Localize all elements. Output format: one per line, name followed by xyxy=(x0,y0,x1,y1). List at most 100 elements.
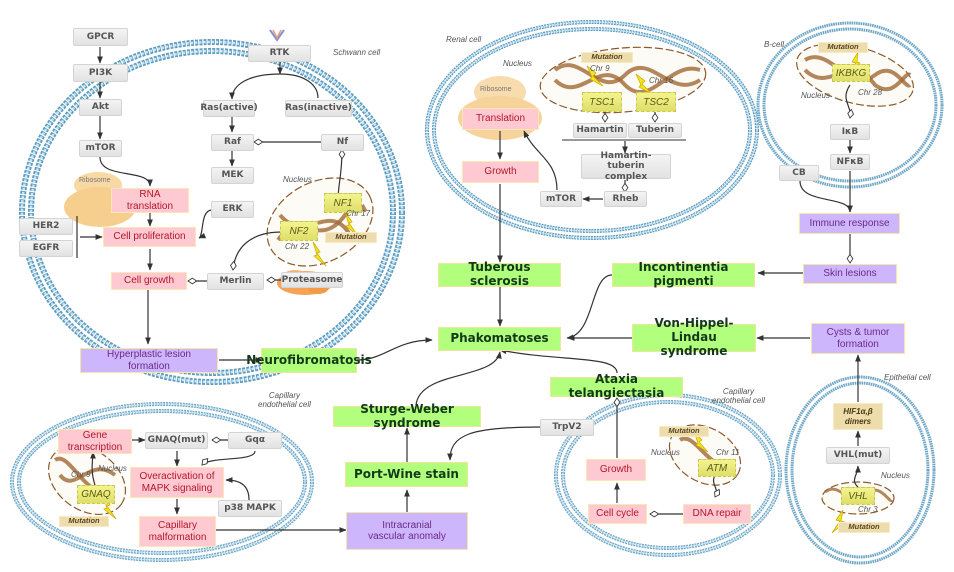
node-phakomatoses[interactable]: Phakomatoses xyxy=(438,327,561,351)
node-her2[interactable]: HER2 xyxy=(19,218,73,235)
node-hif-dimers[interactable]: HIF1α,β dimers xyxy=(833,403,883,430)
mutation-badge-ataxia: Mutation xyxy=(659,426,709,437)
node-ikb[interactable]: IκB xyxy=(830,124,870,140)
node-mtor-renal[interactable]: mTOR xyxy=(540,191,582,207)
edges-capillary-left xyxy=(90,351,541,533)
node-skin-lesions[interactable]: Skin lesions xyxy=(803,264,897,284)
node-cell-proliferation[interactable]: Cell proliferation xyxy=(103,227,196,247)
node-intracranial-vascular-anomaly[interactable]: Intracranial vascular anomaly xyxy=(346,512,468,550)
chr28-label: Chr 28 xyxy=(858,88,883,97)
gene-ikbkg[interactable]: IKBKG xyxy=(832,64,870,82)
nucleus-label-schwann: Nucleus xyxy=(283,175,312,184)
node-ataxia-telangiectasia[interactable]: Ataxia telangiectasia xyxy=(550,372,683,400)
edges-epithelial xyxy=(567,335,861,488)
node-egfr[interactable]: EGFR xyxy=(19,240,73,257)
node-incontinentia-pigmenti[interactable]: Incontinentia pigmenti xyxy=(612,260,755,288)
schwann-cell-label: Schwann cell xyxy=(333,48,381,57)
node-hamartin-tuberin-complex[interactable]: Hamartin-tuberin complex xyxy=(581,151,671,182)
edges-renal xyxy=(497,111,686,327)
node-growth-ataxia[interactable]: Growth xyxy=(586,459,646,481)
node-merlin[interactable]: Merlin xyxy=(207,273,264,290)
nucleus-label-capillary-right: Nucleus xyxy=(651,448,680,457)
mutation-badge-capillary-left: Mutation xyxy=(59,516,109,527)
edges-ataxia xyxy=(499,348,721,518)
capillary-left-label-line2: endothelial cell xyxy=(258,399,311,409)
mutation-badge-schwann: Mutation xyxy=(325,232,377,243)
node-capillary-malformation[interactable]: Capillary malformation xyxy=(139,516,216,547)
mutation-badge-renal: Mutation xyxy=(581,52,633,63)
node-cysts-tumor[interactable]: Cysts & tumor formation xyxy=(811,323,905,354)
node-raf[interactable]: Raf xyxy=(211,134,254,151)
capillary-right-label-line2: endothelial cell xyxy=(712,395,765,405)
chr9-renal-label: Chr 9 xyxy=(590,64,610,73)
node-gene-transcription[interactable]: Gene transcription xyxy=(58,429,132,454)
node-mtor-schwann[interactable]: mTOR xyxy=(79,140,122,157)
nucleus-schwann xyxy=(266,177,374,267)
nucleus-label-renal: Nucleus xyxy=(503,59,532,68)
node-translation[interactable]: Translation xyxy=(462,108,539,130)
capillary-left-label: Capillary endothelial cell xyxy=(258,391,311,410)
nucleus-label-bcell: Nucleus xyxy=(801,91,830,100)
node-immune-response[interactable]: Immune response xyxy=(799,213,900,234)
node-nf[interactable]: Nf xyxy=(321,134,364,151)
b-cell-label: B-cell xyxy=(764,40,785,49)
node-akt[interactable]: Akt xyxy=(79,99,122,116)
node-mek[interactable]: MEK xyxy=(211,167,254,184)
node-rheb[interactable]: Rheb xyxy=(604,191,647,207)
node-von-hippel-lindau[interactable]: Von-Hippel-Lindau syndrome xyxy=(632,316,756,358)
edges-bcell xyxy=(566,84,855,341)
gene-nf1[interactable]: NF1 xyxy=(324,193,362,213)
node-tuberin[interactable]: Tuberin xyxy=(628,123,682,138)
chr16-label: Chr 16 xyxy=(649,76,674,85)
node-gpcr[interactable]: GPCR xyxy=(73,28,128,46)
node-port-wine-stain[interactable]: Port-Wine stain xyxy=(345,462,468,487)
node-rna-translation[interactable]: RNA translation xyxy=(111,188,189,213)
gene-nf2[interactable]: NF2 xyxy=(280,221,318,241)
gene-vhl[interactable]: VHL xyxy=(841,487,875,505)
chr3-label: Chr 3 xyxy=(858,505,878,514)
node-vhl-mut[interactable]: VHL(mut) xyxy=(826,447,890,464)
node-ras-inactive[interactable]: Ras(inactive) xyxy=(285,100,352,117)
node-trpv2[interactable]: TrpV2 xyxy=(540,419,594,436)
node-pi3k[interactable]: PI3K xyxy=(73,64,128,82)
mutation-badge-bcell: Mutation xyxy=(818,42,868,53)
node-dna-repair[interactable]: DNA repair xyxy=(683,504,751,524)
node-growth-renal[interactable]: Growth xyxy=(462,161,539,183)
mutation-badge-epithelial: Mutation xyxy=(838,522,890,533)
chr11-label: Chr 11 xyxy=(716,448,740,457)
gene-atm[interactable]: ATM xyxy=(698,459,736,477)
gene-tsc2[interactable]: TSC2 xyxy=(636,92,676,112)
node-neurofibromatosis[interactable]: Neurofibromatosis xyxy=(246,348,372,373)
gene-tsc1[interactable]: TSC1 xyxy=(582,92,622,112)
capillary-cell-left-membrane xyxy=(10,402,314,562)
node-erk[interactable]: ERK xyxy=(211,201,254,218)
node-sturge-weber[interactable]: Sturge-Weber syndrome xyxy=(333,402,481,429)
epithelial-cell-membrane xyxy=(784,375,936,565)
capillary-right-label-line1: Capillary xyxy=(722,387,755,396)
node-gqa[interactable]: Gqα xyxy=(228,432,282,449)
ribosome-renal-label: Ribosome xyxy=(480,86,512,93)
node-cb[interactable]: CB xyxy=(779,165,819,181)
nucleus-label-capillary-left: Nucleus xyxy=(98,464,127,473)
node-proteasome[interactable]: Proteasome xyxy=(281,272,343,288)
node-nfkb[interactable]: NFκB xyxy=(830,154,870,170)
node-tuberous-sclerosis[interactable]: Tuberous sclerosis xyxy=(438,260,561,288)
nucleus-label-epithelial: Nucleus xyxy=(881,471,910,480)
node-cell-growth[interactable]: Cell growth xyxy=(111,272,187,290)
node-rtk[interactable]: RTK xyxy=(248,45,311,62)
node-hamartin[interactable]: Hamartin xyxy=(573,123,627,138)
gene-gnaq[interactable]: GNAQ xyxy=(77,485,115,504)
chr17-label: Chr 17 xyxy=(346,209,371,218)
capillary-left-label-line1: Capillary xyxy=(268,391,301,400)
node-ras-active[interactable]: Ras(active) xyxy=(200,100,258,117)
chr9-capillary-label: Chr 9 xyxy=(71,470,91,479)
capillary-right-label: Capillary endothelial cell xyxy=(712,387,765,406)
node-cell-cycle[interactable]: Cell cycle xyxy=(588,504,647,524)
node-hyperplastic-lesion[interactable]: Hyperplastic lesion formation xyxy=(80,348,218,373)
renal-cell-membrane xyxy=(425,20,759,240)
node-overactivation-mapk[interactable]: Overactivation of MAPK signaling xyxy=(130,467,224,498)
receptor-icon xyxy=(269,29,285,42)
node-gnaq-mut[interactable]: GNAQ(mut) xyxy=(145,432,208,449)
chr22-label: Chr 22 xyxy=(285,242,310,251)
node-p38-mapk[interactable]: p38 MAPK xyxy=(218,500,282,517)
